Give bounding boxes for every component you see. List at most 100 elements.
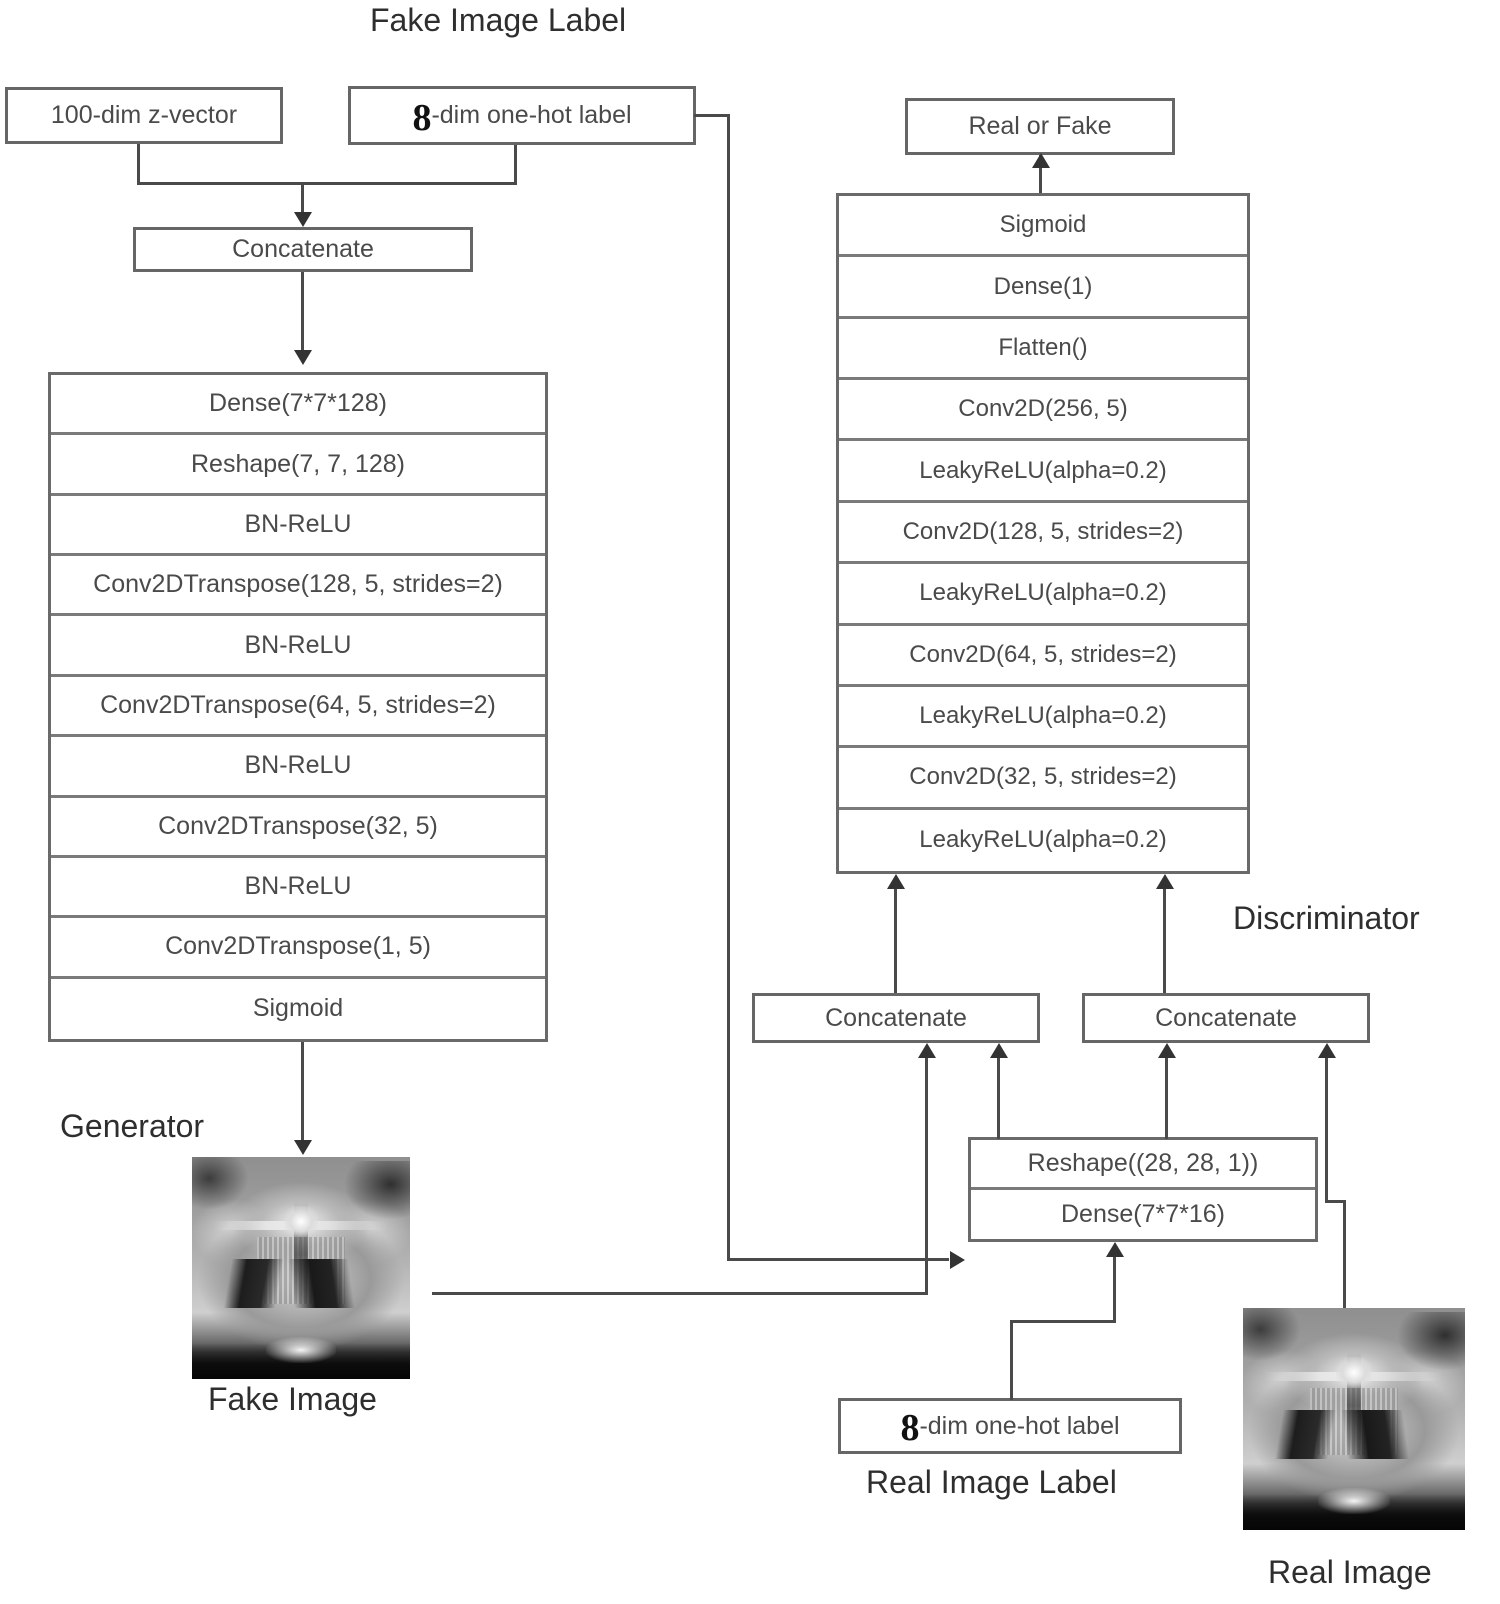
- discriminator-layer-row: LeakyReLU(alpha=0.2): [839, 564, 1247, 626]
- real-label-box: 8 -dim one-hot label: [838, 1398, 1182, 1454]
- z-vector-box: 100-dim z-vector: [5, 87, 283, 144]
- real-label-elbow: [1010, 1320, 1116, 1323]
- discriminator-layer-label: Conv2D(32, 5, strides=2): [909, 763, 1177, 791]
- input-join-hline: [137, 182, 517, 185]
- fake-image-label-title: Fake Image Label: [370, 2, 627, 38]
- concat-fake-to-disc-arrow: [887, 874, 905, 889]
- discriminator-layer-row: Flatten(): [839, 319, 1247, 381]
- generator-layer-label: Sigmoid: [252, 994, 344, 1023]
- real-or-fake-label: Real or Fake: [968, 112, 1112, 140]
- generator-layer-row: Dense(7*7*128): [51, 375, 545, 436]
- discriminator-layer-label: Conv2D(128, 5, strides=2): [902, 517, 1184, 545]
- discriminator-layer-row: Conv2D(256, 5): [839, 380, 1247, 442]
- fake-image-caption: Fake Image: [208, 1381, 377, 1417]
- generator-layer-label: Reshape(7, 7, 128): [190, 449, 406, 478]
- fakeimage-hline: [432, 1292, 928, 1295]
- label-embedding-layer-row: Reshape((28, 28, 1)): [971, 1140, 1315, 1190]
- generator-to-fakeimage-line: [301, 1042, 304, 1150]
- embed-to-concat-fake-arrow: [990, 1043, 1008, 1058]
- fake-label-down-line: [514, 145, 517, 183]
- generator-layer-label: Conv2DTranspose(64, 5, strides=2): [100, 690, 496, 719]
- concat-real-to-disc-line: [1163, 888, 1166, 1008]
- generator-layer-row: Sigmoid: [51, 979, 545, 1039]
- fakeimage-to-concat-arrow: [918, 1043, 936, 1058]
- discriminator-layer-label: LeakyReLU(alpha=0.2): [919, 456, 1167, 484]
- generator-concatenate-box: Concatenate: [133, 227, 473, 272]
- generator-layer-row: BN-ReLU: [51, 496, 545, 557]
- fake-image-arrow: [294, 1140, 312, 1155]
- concat-feed-line: [301, 182, 304, 216]
- fake-image-thumbnail: [192, 1157, 410, 1379]
- discriminator-layer-label: Dense(1): [993, 272, 1093, 300]
- generator-layer-row: BN-ReLU: [51, 616, 545, 677]
- generator-caption: Generator: [60, 1108, 205, 1144]
- discriminator-layer-row: LeakyReLU(alpha=0.2): [839, 687, 1247, 749]
- z-vector-down-line: [137, 144, 140, 184]
- concat-real-to-disc-arrow: [1156, 874, 1174, 889]
- discriminator-layer-label: Sigmoid: [999, 211, 1087, 239]
- fakelabel-down-long: [727, 114, 730, 1261]
- discriminator-layer-label: LeakyReLU(alpha=0.2): [919, 702, 1167, 730]
- generator-input-arrow: [294, 350, 312, 365]
- fake-label-box: 8 -dim one-hot label: [348, 86, 696, 145]
- concat-fake-to-disc-line: [894, 888, 897, 1008]
- realimage-up-line: [1343, 1200, 1346, 1308]
- discriminator-layer-row: Dense(1): [839, 257, 1247, 319]
- generator-stack: Dense(7*7*128) Reshape(7, 7, 128) BN-ReLU C…: [48, 372, 548, 1042]
- disc-to-output-line: [1039, 155, 1042, 193]
- generator-layer-label: Dense(7*7*128): [209, 389, 387, 418]
- generator-layer-row: Conv2DTranspose(32, 5): [51, 798, 545, 858]
- concatenate-real-box: Concatenate: [1082, 993, 1370, 1043]
- label-embedding-stack: Reshape((28, 28, 1)) Dense(7*7*16): [968, 1137, 1318, 1242]
- discriminator-layer-row: LeakyReLU(alpha=0.2): [839, 810, 1247, 871]
- discriminator-layer-row: Conv2D(128, 5, strides=2): [839, 503, 1247, 565]
- realimage-into-concat-line: [1325, 1057, 1328, 1203]
- discriminator-layer-label: LeakyReLU(alpha=0.2): [919, 826, 1167, 854]
- generator-concatenate-label: Concatenate: [232, 235, 374, 263]
- fakelabel-into-dense: [727, 1258, 949, 1261]
- discriminator-layer-row: Sigmoid: [839, 196, 1247, 258]
- concatenate-real-label: Concatenate: [1155, 1003, 1297, 1032]
- generator-layer-label: BN-ReLU: [244, 509, 352, 538]
- discriminator-layer-label: Flatten(): [998, 333, 1088, 361]
- generator-layer-row: Reshape(7, 7, 128): [51, 435, 545, 496]
- embed-to-concat-fake-line: [997, 1057, 1000, 1139]
- discriminator-layer-row: Conv2D(64, 5, strides=2): [839, 626, 1247, 687]
- generator-layer-label: BN-ReLU: [244, 872, 352, 901]
- generator-layer-label: Conv2DTranspose(128, 5, strides=2): [93, 570, 503, 599]
- z-vector-label: 100-dim z-vector: [50, 101, 238, 129]
- fakelabel-right-stub: [694, 114, 730, 117]
- generator-layer-label: Conv2DTranspose(1, 5): [165, 932, 431, 961]
- discriminator-caption: Discriminator: [1233, 900, 1420, 936]
- generator-layer-row: Conv2DTranspose(128, 5, strides=2): [51, 556, 545, 617]
- real-or-fake-box: Real or Fake: [905, 98, 1175, 155]
- discriminator-layer-label: LeakyReLU(alpha=0.2): [919, 579, 1167, 607]
- generator-layer-row: BN-ReLU: [51, 737, 545, 798]
- label-embedding-layer-row: Dense(7*7*16): [971, 1190, 1315, 1240]
- real-label-digit: 8: [900, 1407, 920, 1449]
- label-embedding-layer-label: Reshape((28, 28, 1)): [1027, 1148, 1259, 1177]
- real-or-fake-arrow: [1032, 153, 1050, 168]
- realimage-into-concat-arrow: [1318, 1043, 1336, 1058]
- generator-layer-label: Conv2DTranspose(32, 5): [158, 811, 438, 840]
- real-image-thumbnail: [1243, 1308, 1465, 1530]
- fakeimage-to-concat-line: [925, 1057, 928, 1294]
- discriminator-layer-row: LeakyReLU(alpha=0.2): [839, 441, 1247, 503]
- discriminator-layer-label: Conv2D(256, 5): [958, 395, 1128, 423]
- label-embedding-layer-label: Dense(7*7*16): [1061, 1199, 1225, 1228]
- generator-layer-label: BN-ReLU: [244, 630, 352, 659]
- fakelabel-into-dense-arrow: [950, 1251, 965, 1269]
- discriminator-layer-label: Conv2D(64, 5, strides=2): [909, 640, 1177, 668]
- real-image-caption: Real Image: [1268, 1554, 1432, 1590]
- generator-layer-row: Conv2DTranspose(1, 5): [51, 918, 545, 979]
- fake-label-digit: 8: [412, 96, 432, 139]
- real-label-up-line: [1010, 1320, 1013, 1400]
- real-label-into-dense-line: [1113, 1256, 1116, 1322]
- real-image-label-caption: Real Image Label: [866, 1464, 1117, 1500]
- concatenate-fake-box: Concatenate: [752, 993, 1040, 1043]
- realimage-elbow: [1325, 1200, 1346, 1203]
- fake-label-suffix: -dim one-hot label: [431, 101, 632, 129]
- embed-to-concat-real-arrow: [1158, 1043, 1176, 1058]
